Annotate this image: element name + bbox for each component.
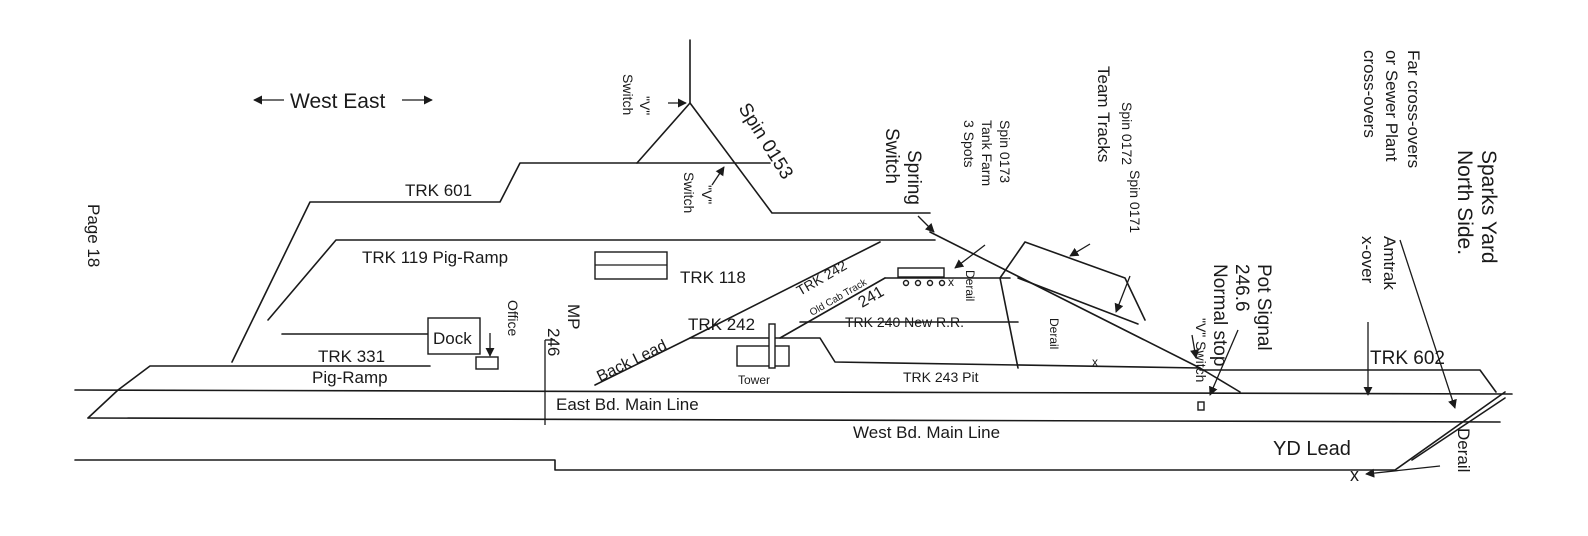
tower-mast <box>768 323 776 369</box>
v-switch-wye <box>689 102 931 214</box>
tank-spots-label: 3 Spots <box>961 120 977 167</box>
crossovers-label: cross-overs <box>1360 50 1379 138</box>
trk-118-label: TRK 118 <box>680 268 746 287</box>
team-track-lower <box>999 241 1146 369</box>
trk-331-track <box>117 365 431 391</box>
page-number-label: Page 18 <box>84 204 103 267</box>
spin-0153-label: Spin 0153 <box>734 100 797 184</box>
pig-ramp-label: Pig-Ramp <box>312 368 388 387</box>
derail-lower-x: x <box>1092 355 1098 369</box>
tank-farm-arrow <box>954 244 986 269</box>
trk-243-label: TRK 243 Pit <box>903 369 979 385</box>
trk-242-label: TRK 242 <box>688 315 755 334</box>
yd-lead-x: x <box>1350 465 1359 485</box>
yard-subtitle: North Side. <box>1453 150 1476 255</box>
mp-number-label: 246 <box>544 328 563 356</box>
derail-lower-label: Derail <box>1047 318 1061 349</box>
spin-0173-label: Spin 0173 <box>997 120 1013 183</box>
trk-602-track <box>1199 369 1497 393</box>
yard-title: Sparks Yard <box>1477 150 1500 264</box>
trk-240-label: TRK 240 New R.R. <box>845 314 964 330</box>
pot-signal-label: Pot Signal <box>1253 264 1274 351</box>
trk-601-label: TRK 601 <box>405 181 472 200</box>
back-lead-track <box>594 337 1201 386</box>
spring-label: Spring <box>903 150 924 205</box>
v-switch-lower-switch: Switch <box>681 172 697 213</box>
normal-stop-label: Normal stop <box>1209 264 1230 366</box>
pot-signal-arrow <box>1209 329 1239 396</box>
far-crossovers-arrow <box>1399 239 1457 409</box>
tower-building <box>736 345 790 367</box>
trk-119-label: TRK 119 Pig-Ramp <box>362 248 508 267</box>
mp-label: MP <box>564 304 583 330</box>
tank-farm-label: Tank Farm <box>979 120 995 186</box>
dock-label: Dock <box>433 329 472 348</box>
yd-lead-track <box>1411 397 1506 461</box>
spin-0171-label: Spin 0171 <box>1127 170 1143 233</box>
trk-602-label: TRK 602 <box>1370 348 1445 369</box>
derail-upper-label: Derail <box>963 270 977 301</box>
main-line-west-end <box>87 389 119 419</box>
spin-0171-arrow <box>1114 275 1131 313</box>
trk-331-label: TRK 331 <box>318 347 385 366</box>
spin-0172-label: Spin 0172 <box>1119 102 1135 165</box>
team-tracks-label: Team Tracks <box>1094 66 1113 162</box>
derail-yd-arrow <box>1365 465 1441 478</box>
east-main-line-bottom <box>87 417 1501 423</box>
tank-farm-icon <box>897 267 946 287</box>
amtrak-xover-label: x-over <box>1358 236 1377 284</box>
direction-label: West East <box>290 90 385 113</box>
west-main-line-bottom <box>74 391 1506 471</box>
team-track-upper <box>1017 277 1139 325</box>
v-switch-upper-v: "V" <box>637 96 653 115</box>
v-switch-east-arrow <box>1190 334 1200 359</box>
trk-601-track <box>231 162 771 363</box>
trk-242-lower <box>689 241 881 339</box>
yd-lead-label: YD Lead <box>1273 438 1351 460</box>
spring-switch-label: Switch <box>881 128 902 184</box>
trk-241-track <box>779 277 886 339</box>
team-tracks-arrow <box>1069 243 1091 257</box>
office-building <box>475 356 499 370</box>
derail-yd-label: Derail <box>1454 428 1473 472</box>
back-lead-label: Back Lead <box>594 337 669 385</box>
v-switch-lower-arrow <box>711 166 725 186</box>
east-main-label: East Bd. Main Line <box>556 395 699 414</box>
tower-label: Tower <box>738 373 770 387</box>
v-switch-lower-v: "V" <box>699 185 715 204</box>
east-main-line-top <box>74 389 1513 395</box>
trk-119-track <box>267 239 936 321</box>
v-switch-upper-switch: Switch <box>620 74 636 115</box>
sewer-plant-label: or Sewer Plant <box>1382 50 1401 162</box>
office-label: Office <box>505 300 521 337</box>
dock-building <box>427 317 481 355</box>
pot-signal-number: 246.6 <box>1231 264 1252 312</box>
spring-switch-arrow <box>917 215 935 233</box>
far-crossovers-label: Far cross-overs <box>1404 50 1423 168</box>
derail-upper-x: x <box>948 275 954 289</box>
pot-signal-marker <box>1197 401 1205 411</box>
amtrak-label: Amtrak <box>1380 236 1399 290</box>
v-switch-east-label: "V" Switch <box>1193 318 1209 382</box>
west-main-label: West Bd. Main Line <box>853 423 1000 442</box>
